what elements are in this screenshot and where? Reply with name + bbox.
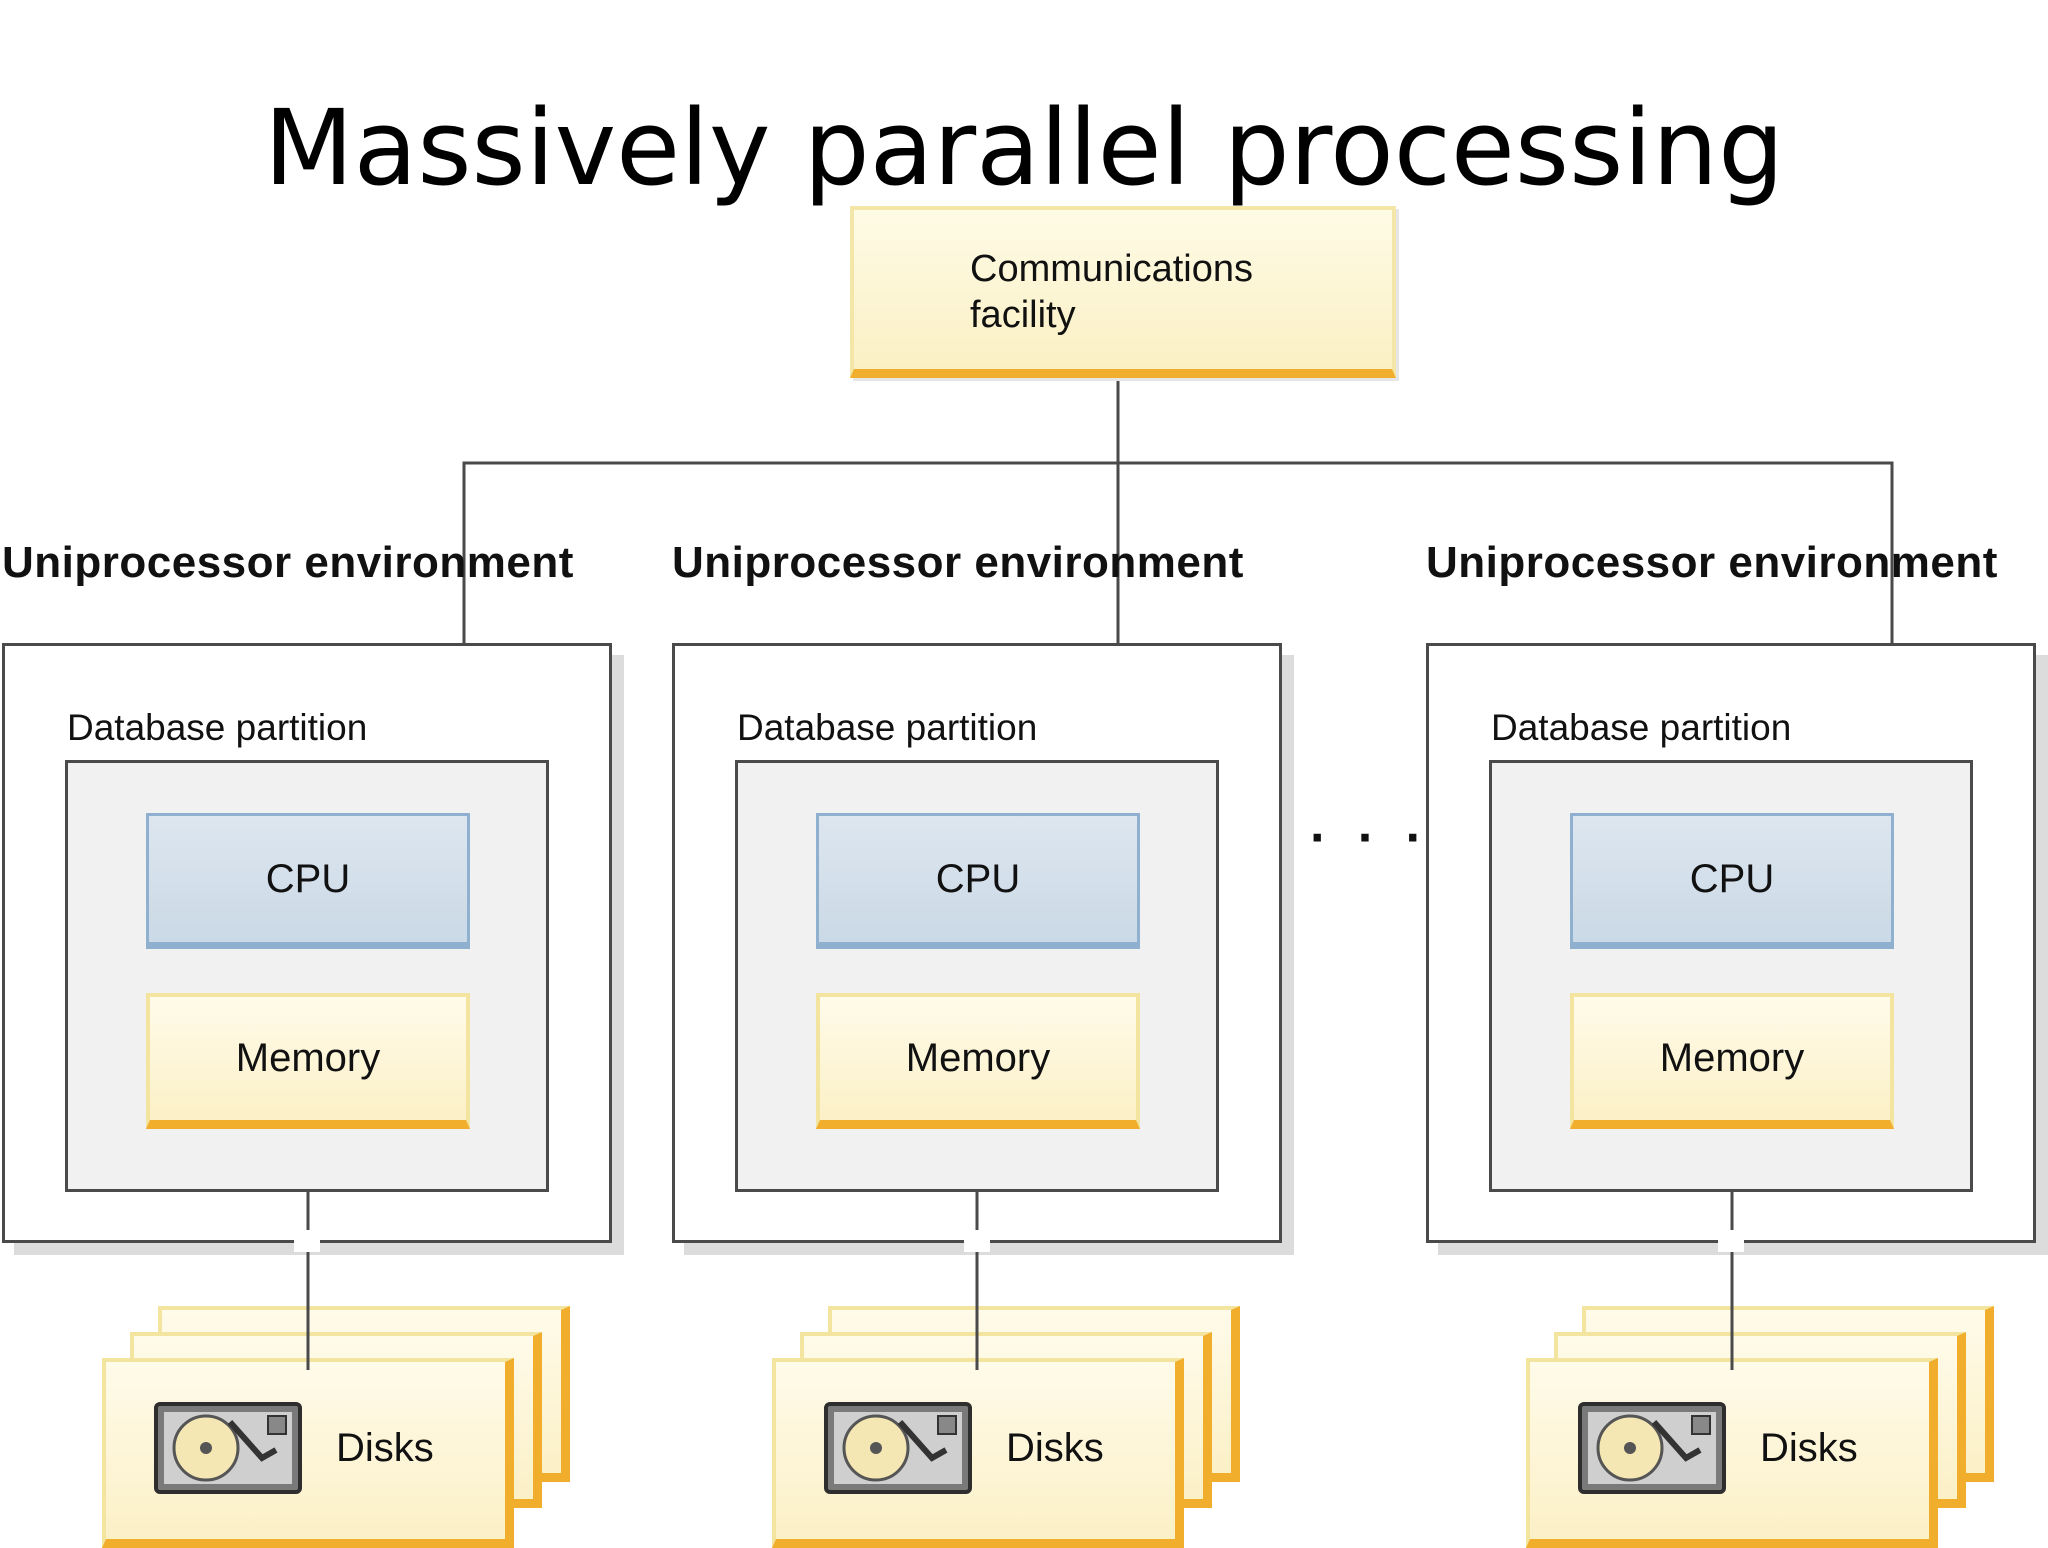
environment-label: Uniprocessor environment <box>2 538 574 587</box>
memory-box: Memory <box>146 993 470 1129</box>
hard-disk-icon <box>824 1402 972 1494</box>
environment-label: Uniprocessor environment <box>1426 538 1998 587</box>
disk-card-front: Disks <box>772 1358 1184 1548</box>
memory-box: Memory <box>816 993 1140 1129</box>
disk-card-front: Disks <box>102 1358 514 1548</box>
hard-disk-icon <box>1578 1402 1726 1494</box>
partition-label: Database partition <box>1491 707 1792 748</box>
uniprocessor-environment: Database partition CPU Memory <box>2 643 612 1243</box>
cpu-box: CPU <box>146 813 470 949</box>
database-partition: CPU Memory <box>65 760 549 1192</box>
database-partition: CPU Memory <box>1489 760 1973 1192</box>
communications-facility-label: Communications facility <box>970 248 1253 336</box>
memory-box: Memory <box>1570 993 1894 1129</box>
disks-label: Disks <box>336 1426 434 1470</box>
database-partition: CPU Memory <box>735 760 1219 1192</box>
uniprocessor-environment: Database partition CPU Memory <box>672 643 1282 1243</box>
disk-card-front: Disks <box>1526 1358 1938 1548</box>
bus-line <box>462 461 1894 643</box>
disks-label: Disks <box>1760 1426 1858 1470</box>
environment-label: Uniprocessor environment <box>672 538 1244 587</box>
cpu-box: CPU <box>816 813 1140 949</box>
disks-label: Disks <box>1006 1426 1104 1470</box>
partition-label: Database partition <box>67 707 368 748</box>
ellipsis: · · · <box>1310 809 1431 867</box>
communications-facility-box: Communications facility <box>850 206 1396 378</box>
uniprocessor-environment: Database partition CPU Memory <box>1426 643 2036 1243</box>
cpu-box: CPU <box>1570 813 1894 949</box>
hard-disk-icon <box>154 1402 302 1494</box>
page-title: Massively parallel processing <box>263 87 1785 209</box>
partition-label: Database partition <box>737 707 1038 748</box>
